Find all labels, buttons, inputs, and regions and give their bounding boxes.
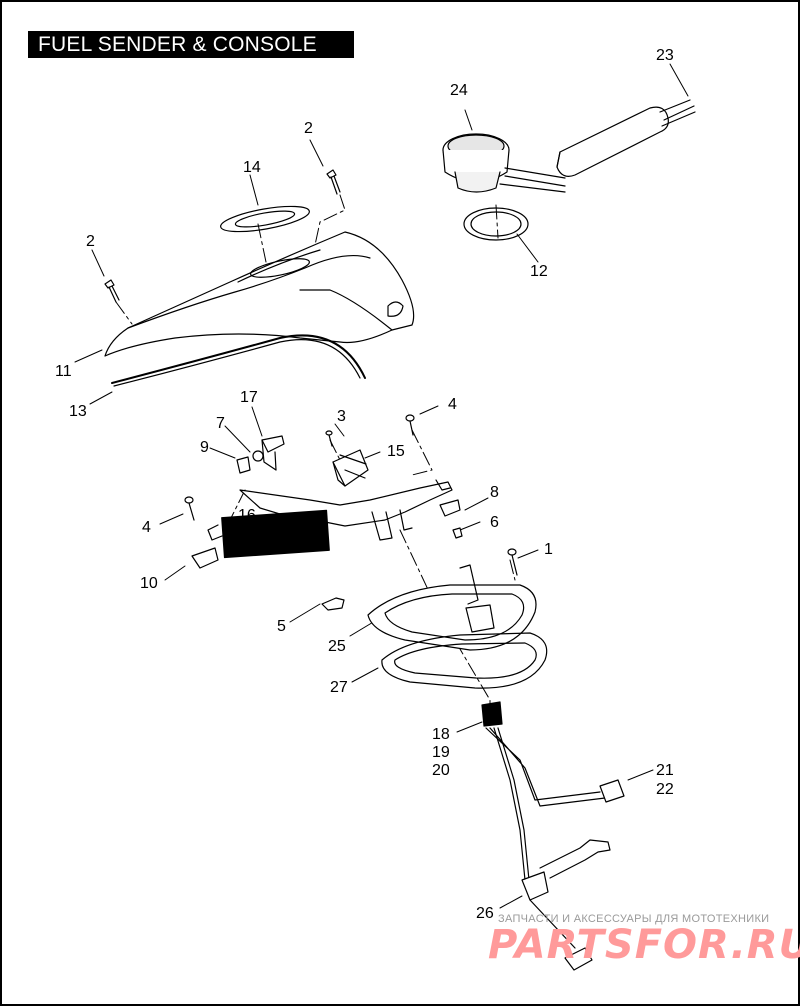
callout-12: 12 (530, 263, 548, 280)
fuel-gauge-part (442, 99, 696, 193)
callout-15: 15 (387, 443, 405, 460)
callout-16: 16 (238, 507, 256, 524)
watermark: ЗАПЧАСТИ И АКСЕССУАРЫ ДЛЯ МОТОТЕХНИКИ PA… (488, 913, 800, 968)
callout-7: 7 (216, 415, 225, 432)
callout-19: 19 (432, 744, 450, 761)
fastener-part (321, 597, 345, 611)
callout-8: 8 (490, 484, 499, 501)
diagram-title: FUEL SENDER & CONSOLE (28, 31, 354, 58)
bracket-part (191, 547, 219, 569)
callout-20: 20 (432, 762, 450, 779)
sender-plate-part (367, 564, 537, 651)
clip-part (439, 499, 461, 517)
screw-part (405, 414, 415, 436)
trim-strip-part (111, 334, 366, 384)
clip-part (261, 435, 285, 471)
screw-part (184, 496, 195, 521)
callout-14: 14 (243, 159, 261, 176)
screw-part (507, 548, 518, 576)
callout-21: 21 (656, 762, 674, 779)
callout-6: 6 (490, 514, 499, 531)
screw-part (325, 430, 333, 447)
callout-18: 18 (432, 726, 450, 743)
callout-23: 23 (656, 47, 674, 64)
callout-4: 4 (448, 396, 457, 413)
callout-24: 24 (450, 82, 468, 99)
control-module-part (221, 509, 330, 559)
callout-2: 2 (304, 120, 313, 137)
callout-10: 10 (140, 575, 158, 592)
watermark-caption: ЗАПЧАСТИ И АКСЕССУАРЫ ДЛЯ МОТОТЕХНИКИ (498, 913, 769, 925)
callout-1: 1 (544, 541, 553, 558)
connector-part (332, 449, 369, 487)
callout-9: 9 (200, 439, 209, 456)
nut-part (452, 527, 463, 539)
callout-2: 2 (86, 233, 95, 250)
callout-25: 25 (328, 638, 346, 655)
callout-labels: 23 24 2 14 2 12 11 13 17 3 4 7 9 15 8 16… (55, 47, 674, 922)
screw-part (104, 279, 120, 303)
callout-11: 11 (55, 363, 72, 380)
callout-5: 5 (277, 618, 286, 635)
fuel-sender-part (481, 701, 625, 971)
callout-3: 3 (337, 408, 346, 425)
clip-part (236, 456, 251, 474)
callout-26: 26 (476, 905, 494, 922)
nut-part (252, 450, 264, 462)
callout-4: 4 (142, 519, 151, 536)
watermark-brand: PARTSFOR.RU (488, 922, 800, 968)
callout-27: 27 (330, 679, 348, 696)
sender-gasket-part (381, 632, 548, 689)
console-part (104, 231, 415, 357)
screw-part (326, 169, 341, 195)
console-gasket-part (220, 205, 310, 233)
callout-17: 17 (240, 389, 258, 406)
leader-lines (74, 63, 689, 909)
callout-13: 13 (69, 403, 87, 420)
callout-22: 22 (656, 781, 674, 798)
